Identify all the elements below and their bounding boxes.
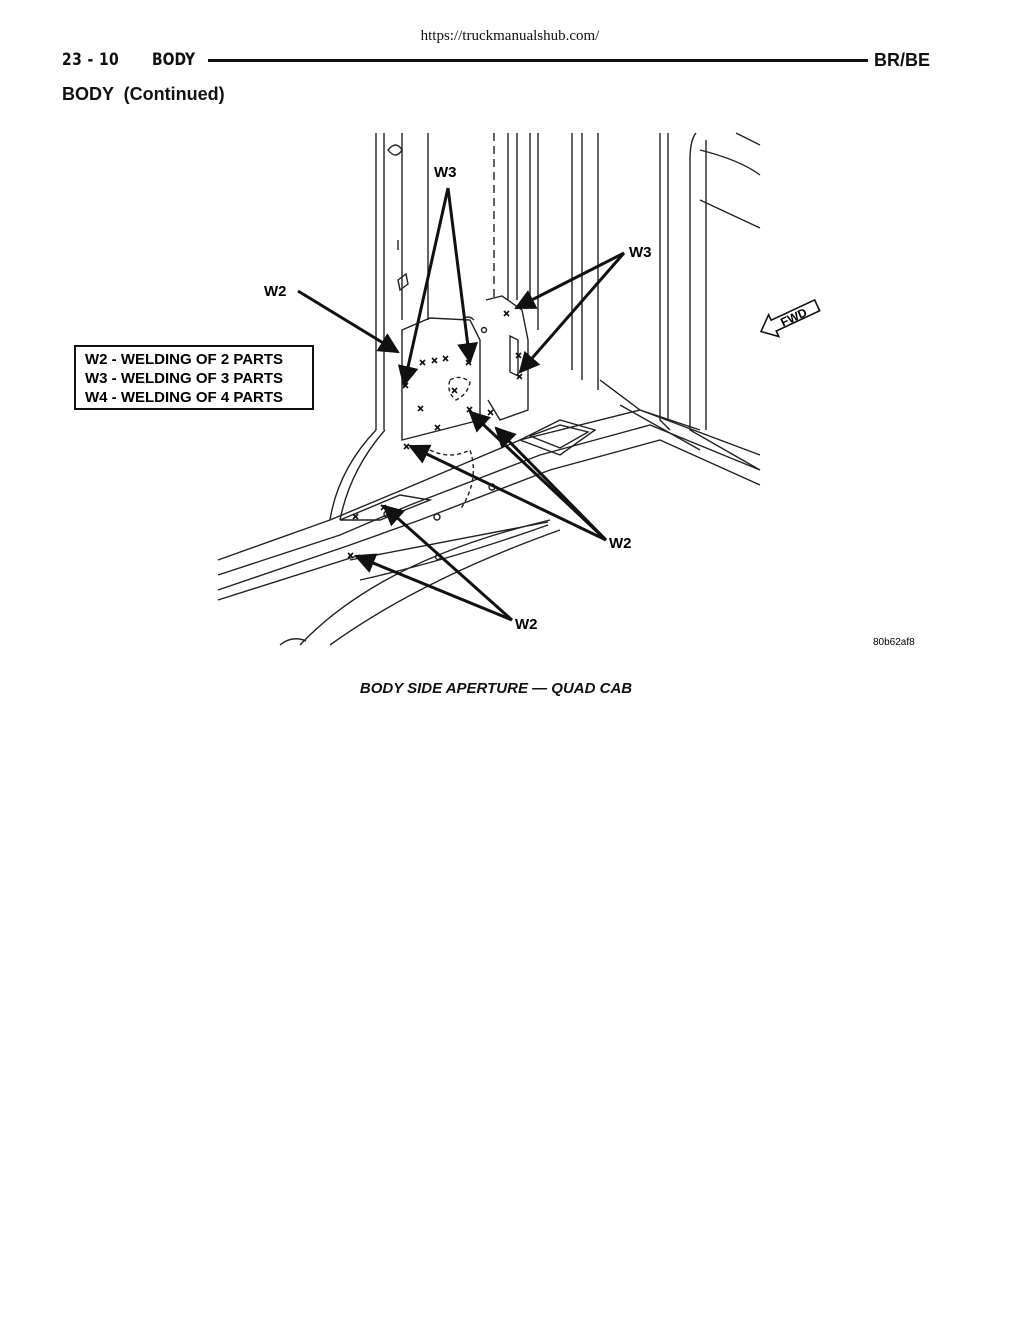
callout-w3-right: W3 bbox=[629, 244, 652, 261]
legend-item-w4: W4 - WELDING OF 4 PARTS bbox=[85, 389, 283, 406]
model-code: BR/BE bbox=[873, 49, 930, 70]
callout-w3-top: W3 bbox=[434, 164, 457, 181]
page-number: 23 - 10 bbox=[62, 50, 120, 70]
figure-caption: BODY SIDE APERTURE — QUAD CAB bbox=[359, 680, 633, 697]
line-art bbox=[217, 132, 761, 646]
callout-w2-right: W2 bbox=[609, 535, 632, 552]
weld-legend: W2 - WELDING OF 2 PARTS W3 - WELDING OF … bbox=[74, 345, 314, 410]
figure-id: 80b62af8 bbox=[873, 637, 915, 648]
page-header: 23 - 10 BODY BR/BE bbox=[62, 48, 930, 72]
watermark-url[interactable]: https://truckmanualshub.com/ bbox=[420, 28, 600, 44]
section-title: BODY bbox=[152, 50, 196, 70]
fwd-arrow-icon: FWD bbox=[759, 298, 821, 338]
subheading: BODY (Continued) bbox=[62, 84, 225, 104]
callout-arrows bbox=[297, 187, 626, 622]
callout-w2-bottom: W2 bbox=[515, 616, 538, 633]
legend-item-w2: W2 - WELDING OF 2 PARTS bbox=[85, 351, 283, 368]
body-side-aperture-figure: W3 W3 W2 W2 W2 W2 - WELDING OF 2 PARTS W… bbox=[62, 128, 942, 658]
fwd-label: FWD bbox=[778, 305, 809, 329]
legend-item-w3: W3 - WELDING OF 3 PARTS bbox=[85, 370, 283, 387]
header-rule bbox=[208, 58, 868, 62]
figure-drawing: W3 W3 W2 W2 W2 W2 - WELDING OF 2 PARTS W… bbox=[74, 132, 915, 648]
callout-w2-left: W2 bbox=[264, 283, 287, 300]
